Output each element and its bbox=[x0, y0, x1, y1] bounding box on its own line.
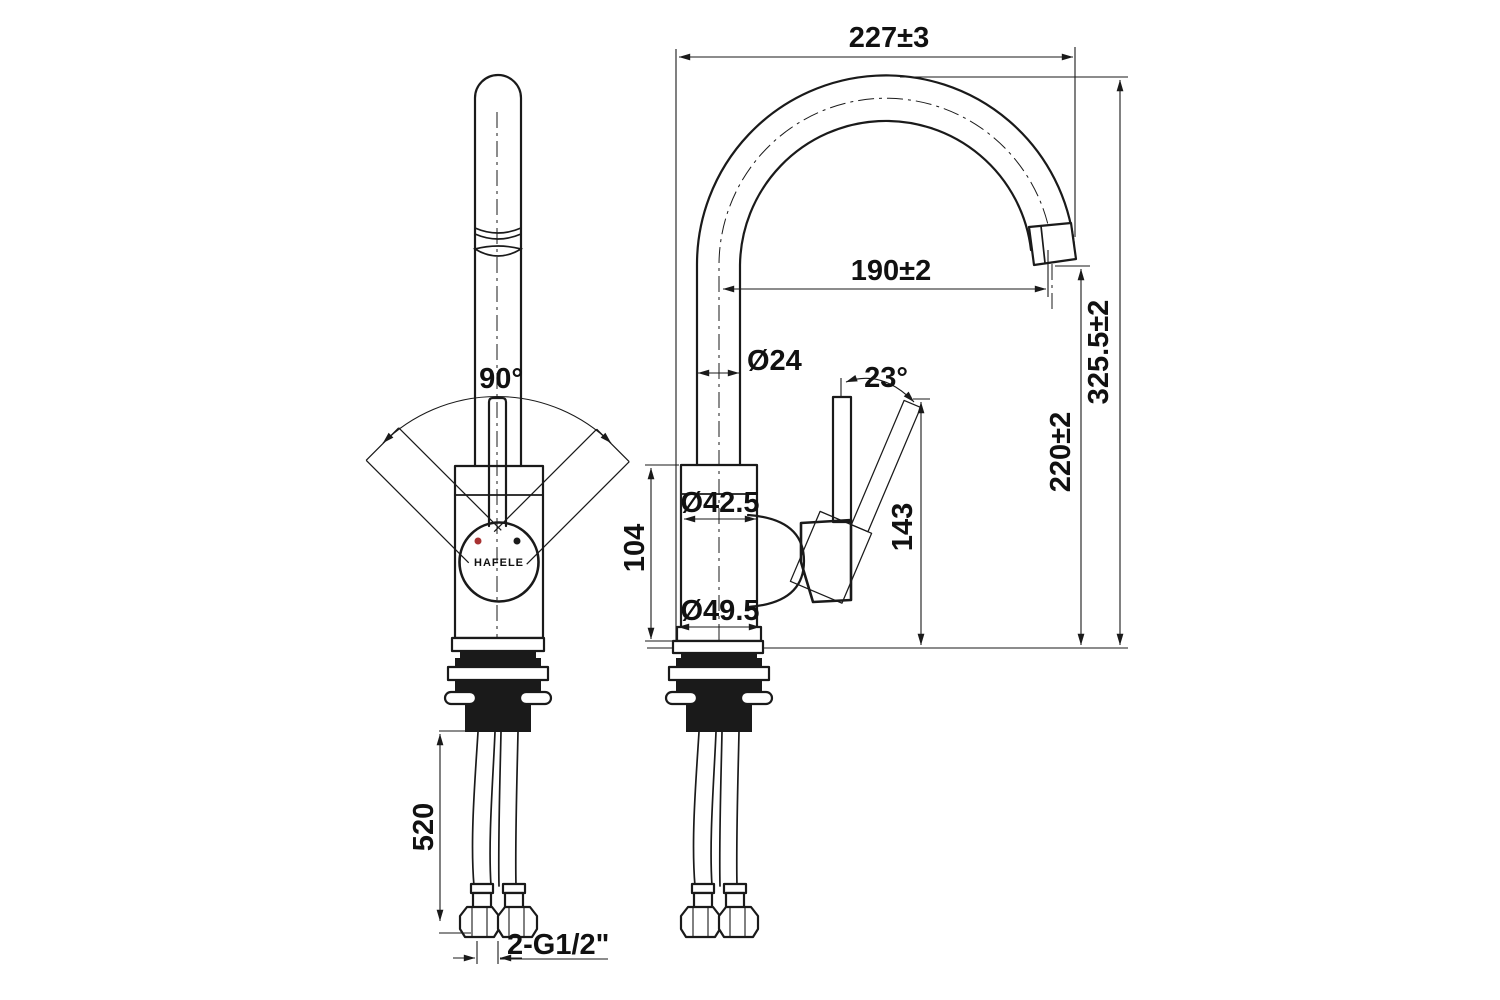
cartridge-dome bbox=[746, 513, 806, 609]
handle-tilted-phantom bbox=[789, 399, 922, 604]
dim-overall-height: 325.5±2 bbox=[1083, 300, 1115, 405]
swivel-arc bbox=[382, 395, 612, 444]
front-view: HAFELE bbox=[365, 73, 630, 939]
dim-hose-length: 520 bbox=[408, 803, 440, 851]
side-mounting-assembly bbox=[664, 650, 774, 939]
spout-outer-curve bbox=[695, 74, 1076, 467]
dim-spout-diameter: Ø24 bbox=[747, 345, 802, 377]
hot-indicator-dot bbox=[474, 537, 482, 545]
front-spout-tube bbox=[473, 73, 523, 468]
brand-logo-text: HAFELE bbox=[474, 557, 524, 569]
front-base-plate bbox=[450, 636, 546, 653]
logo-plate bbox=[458, 521, 540, 603]
side-centerline bbox=[718, 97, 1053, 640]
swivel-fan bbox=[365, 395, 630, 565]
cold-indicator-dot bbox=[513, 537, 521, 545]
side-view bbox=[664, 74, 1078, 939]
spout-aerator-tip bbox=[1027, 221, 1078, 267]
front-mounting-assembly bbox=[443, 650, 553, 939]
spout-inner-curve bbox=[738, 119, 1033, 467]
dim-outlet-height: 220±2 bbox=[1045, 412, 1077, 492]
dim-spout-reach: 190±2 bbox=[851, 255, 931, 287]
dim-thread-connection: 2-G1/2" bbox=[507, 929, 609, 961]
dimension-annotations: 227±3 190±2 325.5±2 220±2 Ø24 23° 143 Ø4… bbox=[408, 22, 1128, 964]
dim-lower-body-diameter: Ø49.5 bbox=[681, 595, 760, 627]
dim-swivel-angle: 90° bbox=[479, 363, 523, 395]
dim-body-height: 104 bbox=[619, 524, 651, 572]
handle-base bbox=[799, 518, 853, 604]
dim-handle-angle: 23° bbox=[864, 362, 908, 394]
front-outlet-band bbox=[474, 233, 522, 240]
front-outlet-band-top bbox=[474, 227, 522, 234]
dim-upper-body-diameter: Ø42.5 bbox=[681, 487, 760, 519]
front-outlet-rim bbox=[472, 245, 524, 257]
angle-arc-handle bbox=[845, 375, 915, 403]
dim-handle-height: 143 bbox=[887, 503, 919, 551]
front-handle-lever bbox=[487, 396, 508, 528]
side-base-plate bbox=[671, 639, 765, 655]
aerator-band-line bbox=[1040, 225, 1046, 264]
side-handle-lever bbox=[831, 395, 853, 524]
dim-overall-reach: 227±3 bbox=[849, 22, 929, 54]
front-body bbox=[453, 464, 545, 640]
